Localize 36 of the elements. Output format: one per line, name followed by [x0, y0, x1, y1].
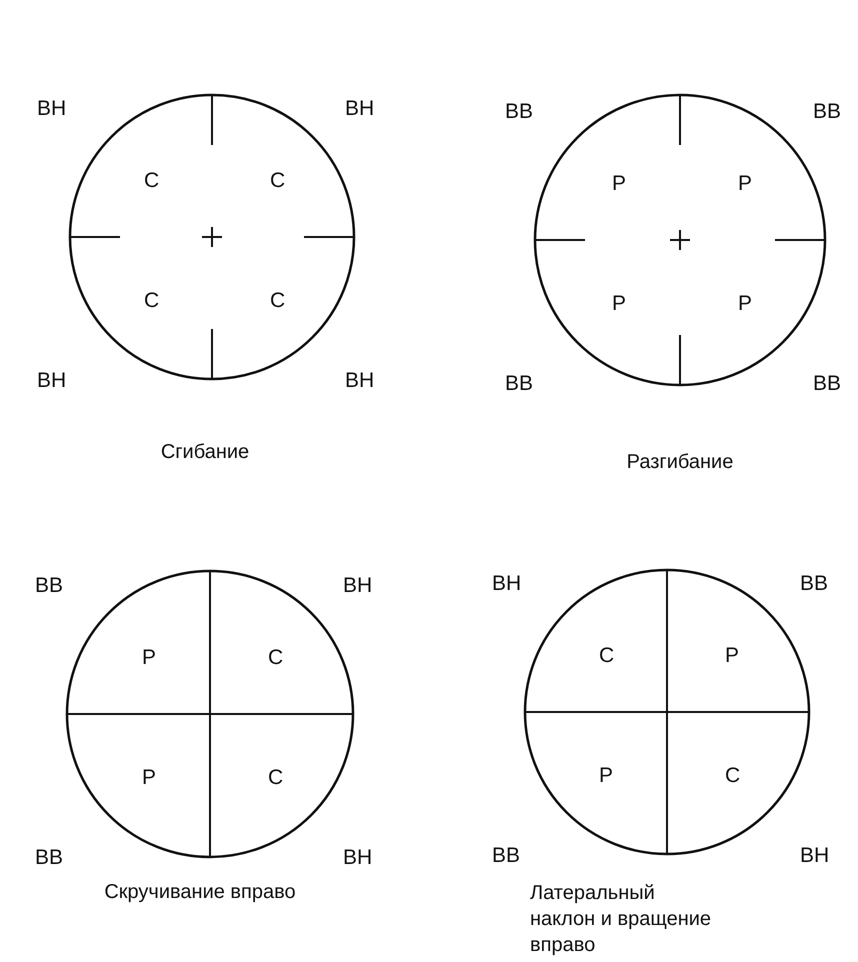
quadrant-letter: С — [268, 766, 284, 790]
figure-caption: Разгибание — [626, 450, 734, 475]
figure-caption: Скручивание вправо — [103, 880, 297, 905]
corner-label: ВН — [37, 369, 66, 393]
corner-label: ВВ — [35, 846, 64, 870]
corner-label: ВН — [345, 369, 374, 393]
quadrant-letter: С — [144, 169, 160, 193]
quadrant-letter: С — [599, 644, 614, 668]
corner-label: ВН — [343, 574, 372, 598]
corner-label: ВН — [37, 97, 66, 121]
corner-label: ВВ — [800, 572, 828, 596]
quadrant-letter: С — [144, 289, 160, 313]
corner-label: ВН — [345, 97, 374, 121]
quadrant-letter: Р — [738, 172, 752, 196]
quadrant-letter: Р — [725, 644, 740, 668]
quadrant-letter: Р — [599, 764, 614, 788]
corner-label: ВН — [343, 846, 372, 870]
quadrant-letter: С — [268, 646, 284, 670]
corner-label: ВВ — [813, 372, 842, 396]
quadrant-letter: С — [270, 169, 286, 193]
corner-label: ВВ — [505, 372, 534, 396]
quadrant-letter: С — [725, 764, 740, 788]
figure-caption: Латеральный наклон и вращение вправо — [530, 881, 712, 958]
corner-label: ВВ — [505, 100, 534, 124]
quadrant-letter: Р — [612, 172, 626, 196]
corner-label: ВВ — [35, 574, 64, 598]
corner-label: ВН — [492, 572, 522, 596]
quadrant-letter: Р — [142, 646, 156, 670]
corner-label: ВВ — [492, 844, 520, 868]
figure-caption: Сгибание — [160, 440, 250, 465]
corner-label: ВВ — [813, 100, 842, 124]
quadrant-letter: Р — [738, 292, 752, 316]
quadrant-letter: С — [270, 289, 286, 313]
quadrant-letter: Р — [612, 292, 626, 316]
corner-label: ВН — [800, 844, 830, 868]
quadrant-letter: Р — [142, 766, 156, 790]
